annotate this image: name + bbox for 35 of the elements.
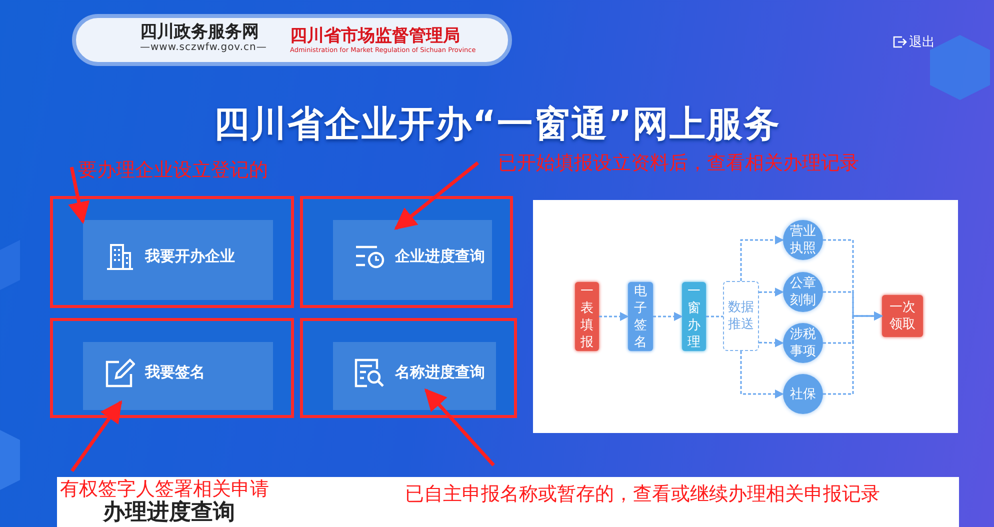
arrow [740,351,784,398]
step-box: 一窗办理 [682,282,706,351]
menu-button [300,318,517,418]
page-title: 四川省企业开办“一窗通”网上服务 [212,103,782,147]
arrow [823,312,883,395]
site-url: —www.sczwfw.gov.cn— [140,42,267,53]
annotation-text: 要办理企业设立登记的 [78,158,292,184]
arrow [70,400,122,472]
button-label: 企业进度查询 [395,247,485,266]
arrow [758,338,784,348]
arrow [68,166,90,224]
button-label: 名称进度查询 [395,363,485,382]
connector-line [706,316,723,318]
arrow [599,312,629,321]
step-box: 一次领取 [882,295,923,337]
arrow [394,161,479,230]
arrow [653,312,683,321]
button-label: 我要开办企业 [145,247,235,266]
site-name: 四川政务服务网 [140,21,259,42]
agency-name: 四川省市场监督管理局 [290,25,460,47]
step-box: 电子签名 [628,282,653,351]
arrow [424,388,495,466]
annotation-text: 有权签字人签署相关申请 [60,477,300,501]
menu-button [50,318,294,418]
menu-button [300,196,513,308]
annotation-text: 已开始填报设立资料后，查看相关办理记录 [498,151,900,177]
annotation-text: 已自主申报名称或暂存的，查看或继续办理相关申报记录 [405,482,897,506]
step-box: 数据推送 [723,281,759,351]
logout-link: 退出 [909,34,935,51]
arrow [759,288,784,297]
step-box: 一表填报 [575,282,599,351]
button-label: 我要签名 [145,363,205,382]
section-heading: 办理进度查询 [103,498,235,527]
arrow [740,236,784,281]
menu-button [50,196,294,308]
